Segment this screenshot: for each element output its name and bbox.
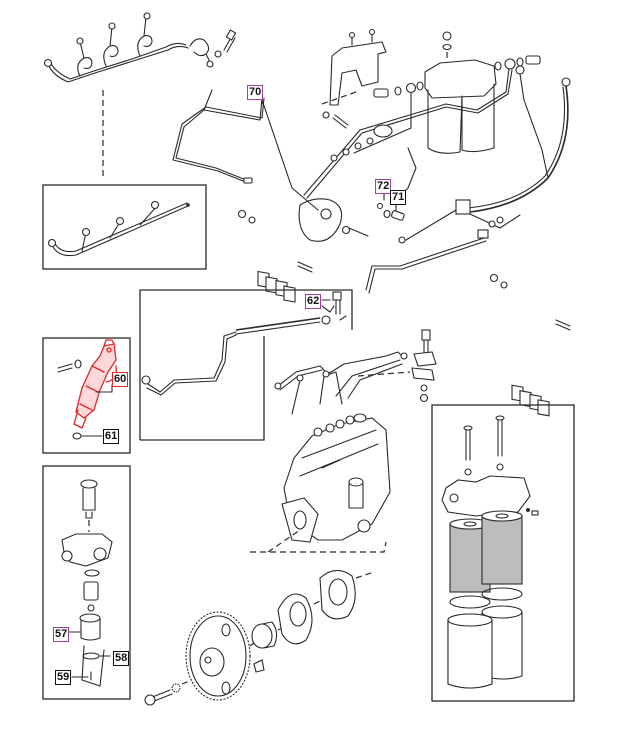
nut-icon xyxy=(489,273,499,283)
inset-frame xyxy=(42,465,131,700)
inset-frame xyxy=(42,184,207,270)
injector-pipe-frame xyxy=(139,289,353,441)
washer-icon xyxy=(500,281,508,289)
bowl-clip xyxy=(81,645,105,687)
washer-icon xyxy=(214,50,222,58)
injector-leak-off-pipe[interactable] xyxy=(43,12,237,83)
coil xyxy=(77,57,93,77)
seal-ring xyxy=(481,587,523,601)
callout-59[interactable]: 59 xyxy=(55,670,72,685)
fuel-return-pipe[interactable] xyxy=(172,89,319,211)
washer-icon xyxy=(74,359,82,369)
seal-ring xyxy=(449,595,491,609)
valve-icon xyxy=(477,229,489,239)
lockwasher-icon xyxy=(171,683,181,693)
pipe-end-fitting xyxy=(43,58,53,68)
fuel-lines[interactable] xyxy=(365,65,571,294)
callout-70[interactable]: 70 xyxy=(247,85,264,100)
callout-72[interactable]: 72 xyxy=(375,179,392,194)
banjo-bolt-icon xyxy=(373,88,389,98)
callout-58[interactable]: 58 xyxy=(113,651,130,666)
callout-62[interactable]: 62 xyxy=(305,294,322,309)
pipe-end-fitting xyxy=(143,12,151,20)
coil xyxy=(189,38,210,57)
callout-60[interactable]: 60 xyxy=(112,372,129,387)
through-bolt xyxy=(465,429,471,461)
banjo-bolt-icon xyxy=(525,55,541,65)
drive-hub xyxy=(251,623,273,649)
seat-washer-icon xyxy=(72,432,82,440)
callout-71[interactable]: 71 xyxy=(390,190,407,205)
clamp-bolt-icon xyxy=(57,363,73,373)
nut-icon xyxy=(442,31,452,41)
bolt-icon xyxy=(297,261,313,273)
filter-cap xyxy=(373,124,393,138)
pipe-end-fitting xyxy=(108,22,116,30)
flex-hose xyxy=(235,317,321,331)
bowl-gasket xyxy=(82,652,100,660)
injection-pump[interactable] xyxy=(274,351,408,543)
washer-icon xyxy=(248,216,256,224)
pipe-end-fitting xyxy=(76,37,84,45)
bolt-icon xyxy=(555,319,571,331)
callout-61[interactable]: 61 xyxy=(103,429,120,444)
pipe-end-fitting xyxy=(206,60,214,68)
inset-frame xyxy=(431,404,575,702)
nut-icon xyxy=(237,209,247,219)
leak-off-pipe-inset[interactable] xyxy=(42,184,207,270)
washer-icon xyxy=(322,111,330,119)
callout-57[interactable]: 57 xyxy=(53,627,70,642)
drive-gear-assembly[interactable] xyxy=(144,569,375,706)
sediment-bowl xyxy=(80,617,101,641)
key-icon xyxy=(253,659,265,673)
pump-leader-line xyxy=(250,529,387,553)
filter-head xyxy=(441,475,531,517)
pump-support-bracket[interactable] xyxy=(357,329,437,403)
hand-primer-knob xyxy=(80,479,98,489)
bolt-icon xyxy=(332,114,349,129)
lift-pump-inset[interactable] xyxy=(42,465,131,700)
fuel-filter-assembly[interactable] xyxy=(303,28,541,199)
filter-element-inset[interactable] xyxy=(431,404,575,702)
inset-frame xyxy=(42,337,131,454)
coil xyxy=(103,45,119,67)
pump-upper-fittings[interactable] xyxy=(298,147,417,242)
nut-icon xyxy=(419,393,429,403)
through-bolt xyxy=(497,419,503,457)
filter-element-mesh xyxy=(481,515,523,585)
filter-bracket xyxy=(329,41,387,106)
injector-inset[interactable] xyxy=(42,337,131,454)
mounting-bracket-kit-right[interactable] xyxy=(489,273,571,417)
coil xyxy=(137,35,153,57)
washer-icon xyxy=(420,384,428,392)
filter-head xyxy=(424,59,497,99)
fuel-injector-highlighted[interactable] xyxy=(73,339,117,429)
mounting-bracket-kit-left[interactable] xyxy=(237,209,313,303)
tee-connector xyxy=(455,199,471,215)
bolt-icon xyxy=(421,329,431,341)
